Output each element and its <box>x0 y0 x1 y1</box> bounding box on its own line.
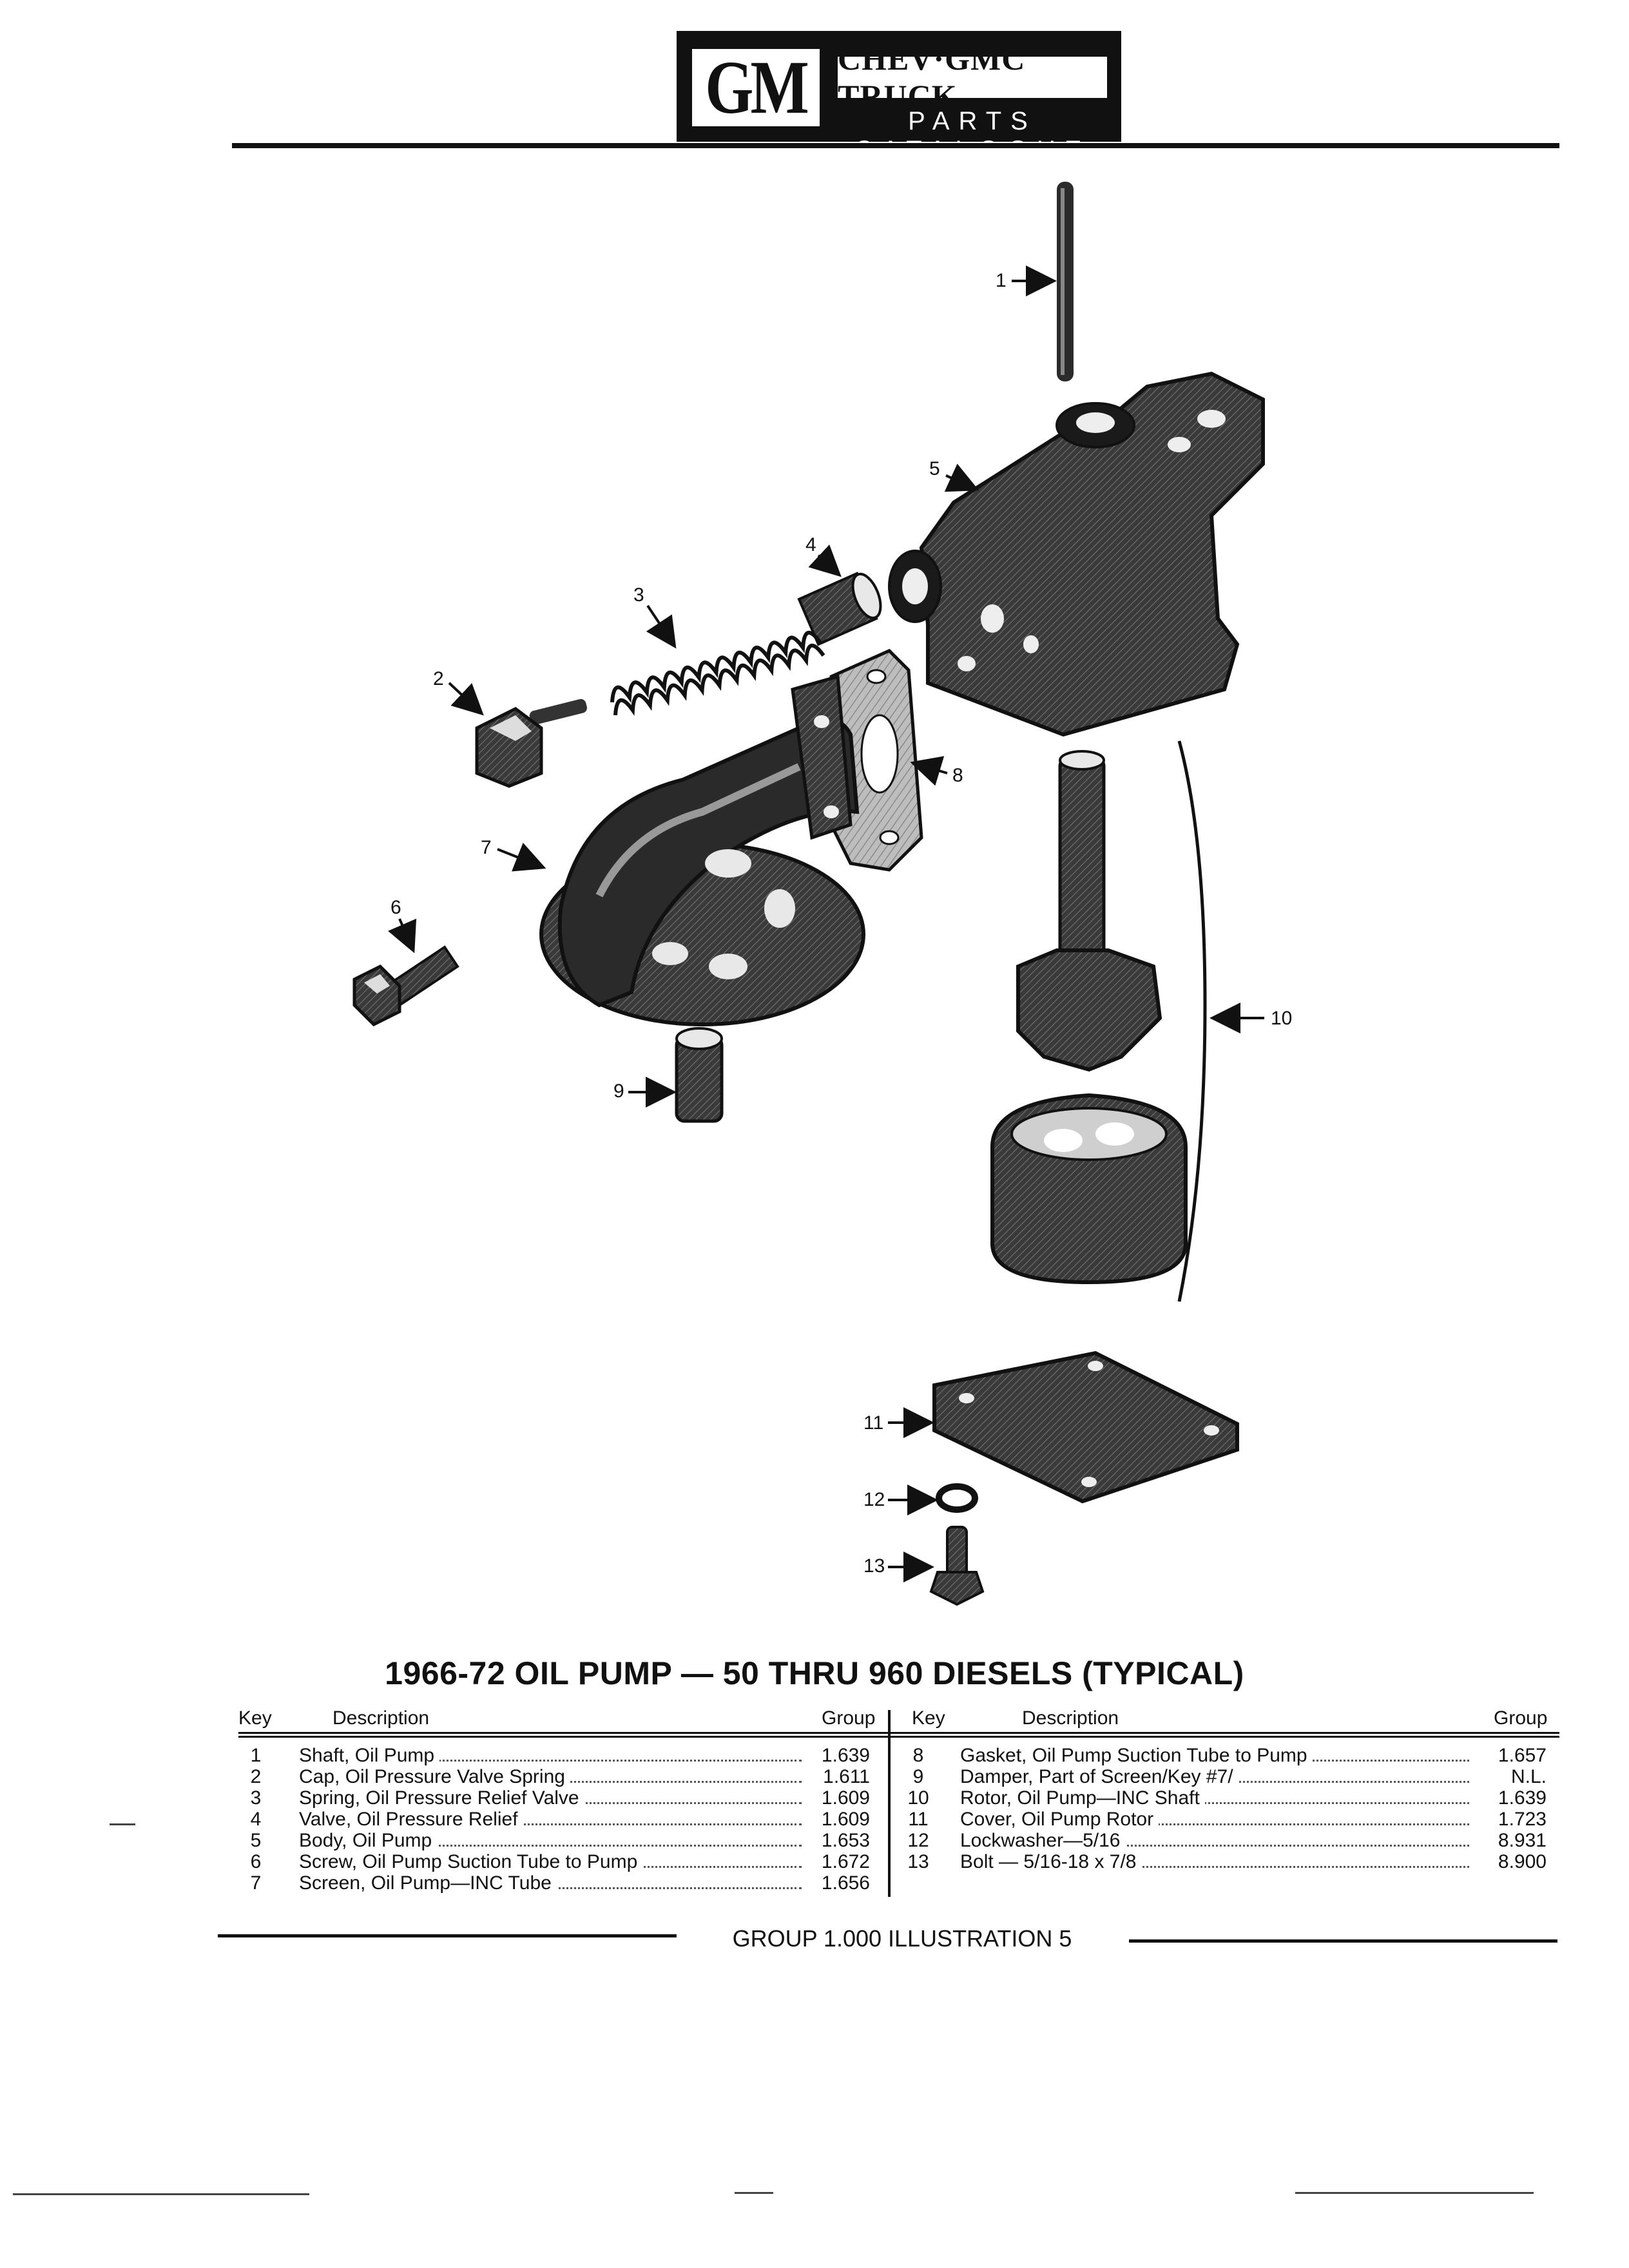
catalogue-subtitle: PARTS CATALOGUE <box>854 107 1091 164</box>
table-row: 1 Shaft, Oil Pump 1.639 <box>250 1745 870 1766</box>
rotor-bracket <box>1177 740 1207 1302</box>
table-row: 9 Damper, Part of Screen/Key #7/ N.L. <box>912 1766 1547 1787</box>
svg-text:3: 3 <box>633 584 644 606</box>
part-cover <box>932 1350 1239 1504</box>
callout-11: 11 <box>863 1407 934 1438</box>
part-shaft <box>1057 182 1074 381</box>
header-group-left: Group <box>822 1707 876 1729</box>
svg-text:10: 10 <box>1271 1008 1292 1029</box>
illustration-title: 1966-72 OIL PUMP — 50 THRU 960 DIESELS (… <box>385 1655 1244 1691</box>
header-group-right: Group <box>1494 1707 1548 1729</box>
callout-5: 5 <box>929 458 979 492</box>
table-row: 4 Valve, Oil Pressure Relief 1.609 <box>250 1809 870 1830</box>
parts-table: Key Description Group Key Description Gr… <box>238 1707 1559 1901</box>
callout-4: 4 <box>805 534 842 577</box>
callout-13: 13 <box>863 1552 934 1582</box>
header-description-right: Description <box>1022 1707 1119 1729</box>
table-header-rule-double <box>238 1736 1559 1738</box>
table-row: 7 Screen, Oil Pump—INC Tube 1.656 <box>250 1872 870 1894</box>
callout-2: 2 <box>433 668 484 716</box>
callout-8: 8 <box>910 756 963 786</box>
svg-text:12: 12 <box>863 1489 885 1510</box>
svg-text:4: 4 <box>805 534 816 555</box>
callout-12: 12 <box>863 1485 938 1515</box>
header-description-left: Description <box>333 1707 430 1729</box>
part-pump-body <box>888 371 1265 737</box>
part-spring <box>610 630 825 716</box>
header-rule <box>232 143 1559 148</box>
part-lockwasher <box>936 1483 978 1513</box>
part-screen-tube <box>539 674 865 1026</box>
part-valve-cap <box>475 698 587 788</box>
brand-text: CHEV·GMC TRUCK <box>838 41 1026 114</box>
svg-text:2: 2 <box>433 668 444 689</box>
svg-text:7: 7 <box>481 837 492 858</box>
gm-logo-text: GM <box>705 45 810 130</box>
part-gasket <box>829 649 923 872</box>
scan-artifact-line <box>13 2193 309 2195</box>
part-rotor <box>990 750 1188 1285</box>
part-relief-valve <box>797 572 882 646</box>
footer-label: GROUP 1.000 ILLUSTRATION 5 <box>732 1925 1072 1952</box>
callout-1: 1 <box>996 265 1057 296</box>
scan-artifact-line <box>110 1823 135 1825</box>
svg-text:13: 13 <box>863 1555 885 1577</box>
catalogue-header: GM CHEV·GMC TRUCK PARTS CATALOGUE <box>677 31 1121 164</box>
part-damper <box>675 1027 724 1123</box>
callout-6: 6 <box>388 897 417 954</box>
callout-9: 9 <box>613 1077 677 1108</box>
svg-text:9: 9 <box>613 1081 624 1102</box>
svg-text:6: 6 <box>390 897 401 918</box>
gm-logo: GM <box>688 45 824 130</box>
callout-7: 7 <box>481 837 546 872</box>
svg-text:5: 5 <box>929 458 940 479</box>
svg-text:1: 1 <box>996 270 1007 291</box>
table-row: 11 Cover, Oil Pump Rotor 1.723 <box>908 1809 1547 1830</box>
scan-artifact-line <box>735 2192 773 2194</box>
table-row: 2 Cap, Oil Pressure Valve Spring 1.611 <box>250 1766 870 1787</box>
callout-3: 3 <box>633 584 677 649</box>
part-screw <box>352 945 459 1027</box>
table-row: 12 Lockwasher—5/16 8.931 <box>907 1830 1547 1851</box>
svg-text:11: 11 <box>863 1412 883 1434</box>
oil-pump-exploded-diagram: 1 2 3 4 5 6 7 8 9 10 11 12 <box>352 182 1292 1606</box>
header-key-right: Key <box>912 1707 945 1729</box>
header-key-left: Key <box>238 1707 272 1729</box>
table-row: 5 Body, Oil Pump 1.653 <box>250 1830 870 1851</box>
part-bolt <box>929 1526 985 1606</box>
footer-rule-left <box>218 1934 677 1937</box>
table-row: 10 Rotor, Oil Pump—INC Shaft 1.639 <box>907 1787 1547 1809</box>
table-row: 3 Spring, Oil Pressure Relief Valve 1.60… <box>250 1787 870 1809</box>
svg-text:8: 8 <box>952 765 963 786</box>
table-row: 13 Bolt — 5/16-18 x 7/8 8.900 <box>907 1851 1547 1872</box>
brand-label: CHEV·GMC TRUCK <box>838 41 1107 114</box>
table-row: 8 Gasket, Oil Pump Suction Tube to Pump … <box>912 1745 1547 1766</box>
table-column-divider <box>888 1710 891 1897</box>
table-header-rule <box>238 1732 1559 1734</box>
callout-10: 10 <box>1210 1003 1292 1033</box>
scan-artifact-line <box>1295 2192 1534 2194</box>
footer-rule-right <box>1129 1939 1557 1943</box>
table-row: 6 Screw, Oil Pump Suction Tube to Pump 1… <box>250 1851 870 1872</box>
